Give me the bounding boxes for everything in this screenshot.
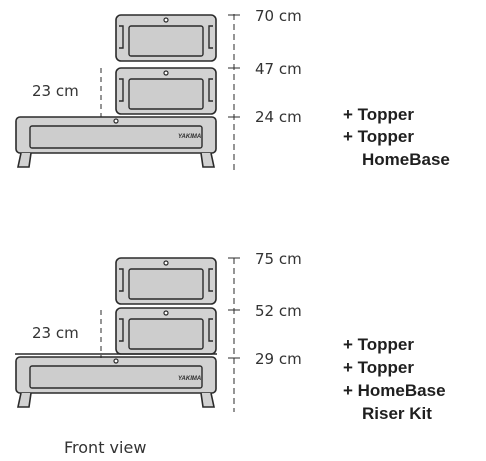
- brand-mark-a: YAKIMA: [178, 134, 201, 140]
- brand-mark-b: YAKIMA: [178, 376, 201, 382]
- height-label-a-bottom: 24 cm: [255, 108, 302, 126]
- config-a-item-3: HomeBase: [362, 150, 450, 169]
- config-a-item-2: + Topper: [343, 127, 414, 146]
- height-label-a-top: 70 cm: [255, 7, 302, 25]
- topper-a-upper: [115, 14, 217, 62]
- config-b-item-4: Riser Kit: [362, 404, 432, 423]
- stack-a: YAKIMA: [15, 14, 240, 170]
- caption-front-view: Front view: [64, 438, 147, 457]
- homebase-a: [15, 116, 217, 168]
- height-label-b-middle: 52 cm: [255, 302, 302, 320]
- left-height-label-a: 23 cm: [32, 82, 79, 100]
- topper-b-upper: [115, 257, 217, 305]
- config-b-item-1: + Topper: [343, 335, 414, 354]
- topper-b-lower: [115, 307, 217, 355]
- stack-b: YAKIMA: [15, 257, 240, 412]
- height-label-a-middle: 47 cm: [255, 60, 302, 78]
- left-height-label-b: 23 cm: [32, 324, 79, 342]
- config-b-item-3: + HomeBase: [343, 381, 446, 400]
- topper-a-lower: [115, 67, 217, 115]
- config-a-item-1: + Topper: [343, 105, 414, 124]
- config-b-item-2: + Topper: [343, 358, 414, 377]
- homebase-b: [15, 356, 217, 408]
- height-label-b-top: 75 cm: [255, 250, 302, 268]
- height-label-b-bottom: 29 cm: [255, 350, 302, 368]
